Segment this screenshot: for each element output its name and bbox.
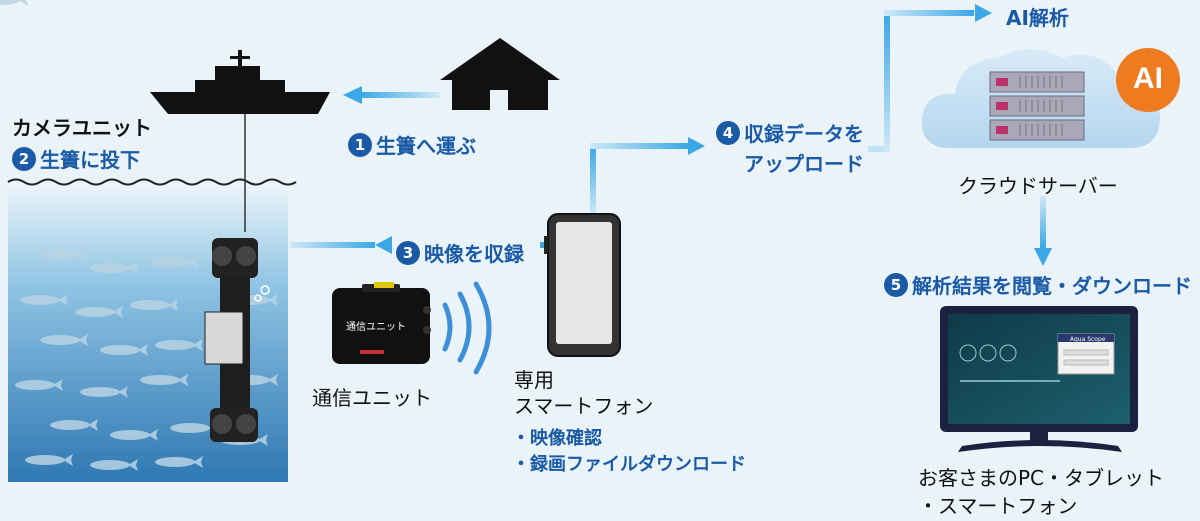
camera-unit-title: カメラユニット [12,116,152,140]
step-2-label: 2 生簀に投下 [12,144,140,173]
smartphone-device [544,213,621,357]
smartphone-label-line2: スマートフォン [514,394,654,418]
arrow-ai [884,4,992,152]
smartphone-feature-1: ・映像確認 [512,428,602,449]
step-2-text: 生簀に投下 [40,148,140,172]
step-5-text: 解析結果を閲覧・ダウンロード [912,274,1192,298]
smartphone-label-line1: 専用 [514,368,554,392]
step-5-number: 5 [884,272,908,297]
comm-unit-case [332,282,431,364]
monitor-screen-title: Aqua Scope [1070,336,1106,343]
arrow-to-boat [343,86,440,104]
step-2-number: 2 [12,146,36,171]
arrow-to-monitor [1034,196,1052,266]
ai-badge-icon [1116,48,1180,112]
house-icon [440,38,560,110]
step-4-number: 4 [716,120,740,145]
step-4-text-line1: 収録データを [744,122,864,146]
step-1-label: 1 生簀へ運ぶ [348,130,476,159]
step-1-text: 生簀へ運ぶ [376,134,476,158]
fish-school [0,0,278,471]
step-3-label: 3 映像を収録 [396,238,524,267]
server-icon [989,71,1085,141]
boat-icon [150,50,330,114]
customer-devices-line2: ・スマートフォン [918,494,1078,518]
underwater-camera [204,238,270,442]
ai-analysis-label: AI解析 [1006,6,1069,30]
step-4-label: 4 収録データを [716,118,864,147]
step-4-text-line2: アップロード [744,152,864,176]
step-5-label: 5 解析結果を閲覧・ダウンロード [884,270,1192,299]
step-3-number: 3 [396,240,420,265]
ai-badge-text: AI [1133,62,1163,95]
customer-devices-line1: お客さまのPC・タブレット [918,466,1165,490]
cloud-server-label: クラウドサーバー [958,174,1118,198]
monitor-device [940,306,1138,452]
arrow-upload [590,137,888,216]
wireless-signal-icon [442,281,492,375]
step-3-text: 映像を収録 [424,242,524,266]
step-1-number: 1 [348,132,372,157]
smartphone-feature-2: ・録画ファイルダウンロード [512,454,746,475]
comm-unit-case-text: 通信ユニット [346,322,406,333]
comm-unit-label: 通信ユニット [312,386,432,410]
